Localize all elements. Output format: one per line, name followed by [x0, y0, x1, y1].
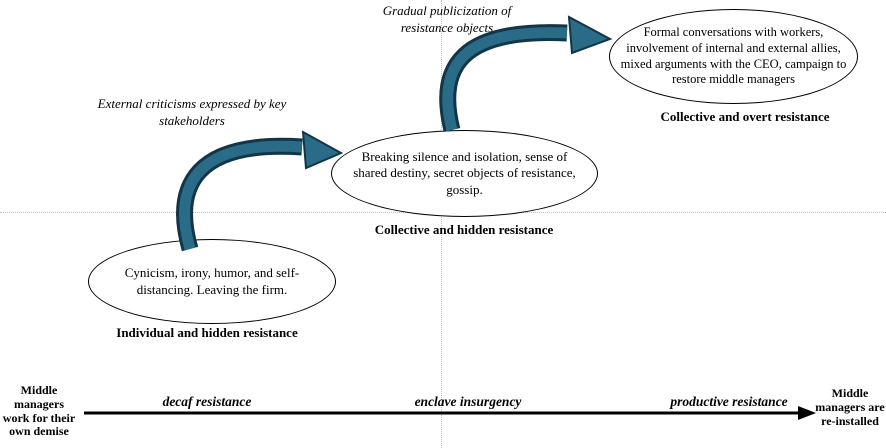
bubble-collective-hidden-text: Breaking silence and isolation, sense of… [353, 149, 576, 197]
transition-label-external-criticisms: External criticisms expressed by key sta… [97, 96, 287, 128]
axis-start-label: Middle managers work for their own demis… [2, 383, 76, 439]
bubble-individual-hidden: Cynicism, irony, humor, and self-distanc… [88, 239, 336, 324]
label-individual-hidden: Individual and hidden resistance [116, 325, 298, 340]
phase-decaf-resistance: decaf resistance [162, 394, 252, 409]
transition-label-gradual-publicization: Gradual publicization of resistance obje… [382, 3, 512, 35]
arrowhead-2 [567, 15, 613, 55]
phase-enclave-insurgency: enclave insurgency [414, 394, 522, 409]
bubble-collective-overt-text: Formal conversations with workers, invol… [620, 25, 847, 87]
phase-productive-resistance: productive resistance [670, 394, 788, 409]
bubble-individual-hidden-text: Cynicism, irony, humor, and self-distanc… [124, 265, 300, 297]
bubble-collective-hidden: Breaking silence and isolation, sense of… [331, 130, 598, 217]
label-collective-overt: Collective and overt resistance [660, 109, 830, 124]
bubble-collective-overt: Formal conversations with workers, invol… [609, 9, 858, 104]
vertical-divider-line [441, 0, 442, 448]
label-collective-hidden: Collective and hidden resistance [374, 222, 554, 237]
axis-end-label: Middle managers are re-installed [815, 386, 885, 428]
